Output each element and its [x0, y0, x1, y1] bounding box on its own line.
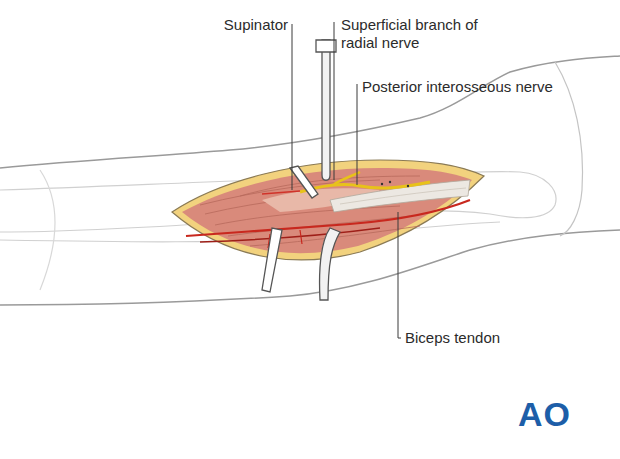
vein	[200, 228, 380, 242]
nerve-label: Superficial branch of radial nerve	[341, 16, 481, 52]
superficial-branch	[334, 172, 360, 184]
elbow-outline	[40, 170, 55, 290]
nerve-marker	[381, 181, 409, 187]
leader-line	[292, 22, 401, 338]
logo-text: AO	[518, 396, 608, 432]
incision-marker	[262, 191, 300, 194]
nerve-label: Posterior interosseous nerve	[362, 78, 562, 96]
tendon-fibre	[340, 188, 466, 204]
retractor	[262, 40, 340, 300]
wrist-outline	[555, 62, 583, 236]
muscle-label: Supinator	[168, 16, 288, 34]
tendon-label: Biceps tendon	[405, 329, 535, 347]
radial-nerve	[300, 182, 430, 192]
arm-outline	[0, 56, 620, 168]
